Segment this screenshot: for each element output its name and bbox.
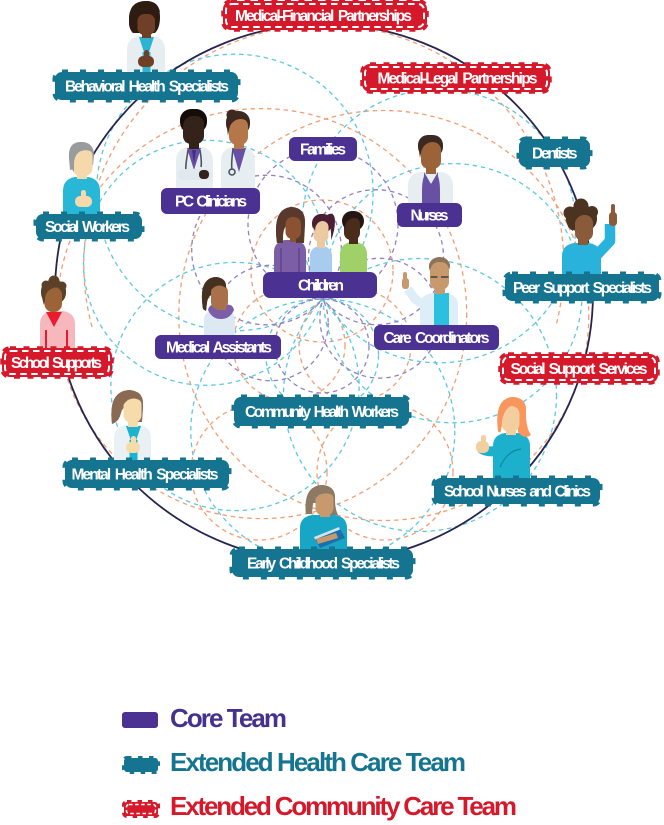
svg-text:School Nurses and Clinics: School Nurses and Clinics bbox=[444, 484, 591, 501]
svg-text:Children: Children bbox=[298, 278, 344, 295]
svg-text:Dentists: Dentists bbox=[532, 146, 578, 163]
svg-text:Medical-Legal Partnerships: Medical-Legal Partnerships bbox=[378, 71, 538, 88]
svg-text:Core Team: Core Team bbox=[170, 703, 287, 733]
svg-text:Social Workers: Social Workers bbox=[45, 219, 130, 236]
svg-text:Medical Assistants: Medical Assistants bbox=[166, 340, 272, 357]
svg-text:Extended Community Care Team: Extended Community Care Team bbox=[170, 791, 517, 821]
svg-text:PC Clinicians: PC Clinicians bbox=[175, 194, 247, 211]
svg-text:Families: Families bbox=[300, 142, 346, 159]
svg-text:Care Coordinators: Care Coordinators bbox=[384, 330, 490, 347]
svg-text:Social Support Services: Social Support Services bbox=[511, 361, 648, 378]
svg-text:Medical-Financial Partnerships: Medical-Financial Partnerships bbox=[235, 8, 412, 25]
svg-text:Peer Support Specialists: Peer Support Specialists bbox=[513, 280, 652, 297]
svg-text:Early Childhood Specialists: Early Childhood Specialists bbox=[247, 556, 400, 573]
svg-text:School Supports: School Supports bbox=[11, 355, 102, 372]
svg-text:Nurses: Nurses bbox=[411, 208, 449, 225]
svg-text:Mental Health Specialists: Mental Health Specialists bbox=[72, 467, 219, 484]
svg-text:Extended Health Care Team: Extended Health Care Team bbox=[170, 747, 466, 777]
svg-text:Behavioral Health Specialists: Behavioral Health Specialists bbox=[65, 79, 229, 96]
svg-text:Community Health Workers: Community Health Workers bbox=[245, 404, 399, 421]
